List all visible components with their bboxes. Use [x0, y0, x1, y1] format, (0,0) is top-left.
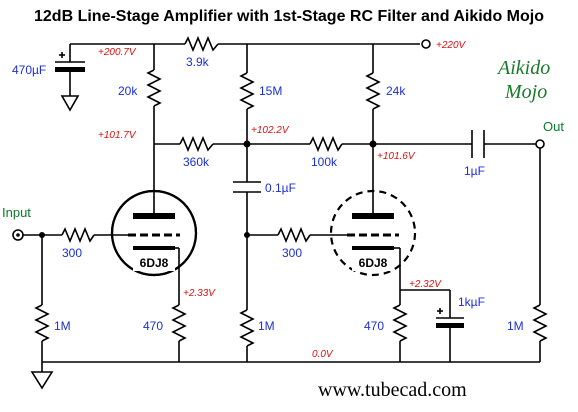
- resistor-grid-300-1: [61, 226, 95, 244]
- resistor-mid-1m: [239, 309, 255, 347]
- resistor-output-1m: [532, 304, 548, 342]
- resistor-cathode-470-2-label: 470: [364, 319, 384, 333]
- resistor-grid-300-2-label: 300: [282, 246, 302, 260]
- resistor-3-9k: [184, 35, 219, 53]
- resistor-mid-1m-label: 1M: [258, 319, 275, 333]
- resistor-3-9k-label: 3.9k: [186, 55, 210, 69]
- resistor-output-1m-label: 1M: [507, 319, 524, 333]
- diagram-title: 12dB Line-Stage Amplifier with 1st-Stage…: [34, 8, 544, 25]
- tube-2-icon: [347, 191, 399, 250]
- resistor-grid-300-2: [277, 226, 311, 244]
- output-capacitor-label: 1µF: [464, 164, 485, 178]
- voltage-0-0v: 0.0V: [312, 349, 334, 360]
- supply-capacitor-470uf: [55, 44, 85, 96]
- cathode-capacitor-1kuf: [436, 308, 464, 362]
- resistor-input-1m-label: 1M: [54, 319, 71, 333]
- resistor-24k: [365, 72, 381, 110]
- resistor-360k-label: 360k: [183, 155, 210, 169]
- resistor-cathode-470-2: [392, 304, 408, 342]
- resistor-20k-label: 20k: [118, 84, 138, 98]
- resistor-15m: [239, 72, 255, 110]
- tube-1-label: 6DJ8: [140, 256, 169, 270]
- resistor-24k-label: 24k: [386, 84, 406, 98]
- resistor-15m-label: 15M: [259, 84, 282, 98]
- resistor-cathode-470-1: [171, 304, 187, 342]
- voltage-101-6v: +101.6V: [377, 151, 416, 162]
- resistor-input-1m: [34, 304, 50, 342]
- ground-icon: [30, 371, 54, 390]
- resistor-20k: [146, 69, 162, 107]
- filter-capacitor-label: 0.1µF: [265, 181, 296, 195]
- tube-2-label-bg: [352, 253, 394, 271]
- voltage-k1: +2.33V: [183, 288, 216, 299]
- input-terminal-center: [16, 233, 20, 237]
- voltage-k2: +2.32V: [409, 279, 442, 290]
- tube-2-label: 6DJ8: [359, 256, 388, 270]
- voltage-101-7v: +101.7V: [98, 130, 137, 141]
- website-url: www.tubecad.com: [318, 379, 467, 401]
- resistor-grid-300-1-label: 300: [62, 246, 82, 260]
- brand-line-2: Mojo: [504, 81, 547, 103]
- voltage-220v: +220V: [436, 40, 467, 51]
- cathode-capacitor-label: 1kµF: [458, 295, 485, 309]
- brand-line-1: Aikido: [496, 57, 550, 79]
- resistor-360k: [179, 135, 214, 153]
- resistor-cathode-470-1-label: 470: [143, 319, 163, 333]
- output-terminal-icon: [535, 139, 545, 149]
- input-label: Input: [2, 205, 31, 220]
- ground-icon: [60, 95, 80, 112]
- junction-dot: [369, 140, 377, 148]
- supply-terminal-icon: [421, 39, 431, 49]
- voltage-200-7v: +200.7V: [98, 47, 137, 58]
- resistor-100k-label: 100k: [311, 155, 338, 169]
- resistor-100k: [309, 135, 343, 153]
- supply-capacitor-label: 470µF: [12, 63, 46, 77]
- voltage-102-2v: +102.2V: [251, 125, 290, 136]
- tube-1-label-bg: [133, 253, 175, 271]
- output-label: Out: [543, 119, 564, 134]
